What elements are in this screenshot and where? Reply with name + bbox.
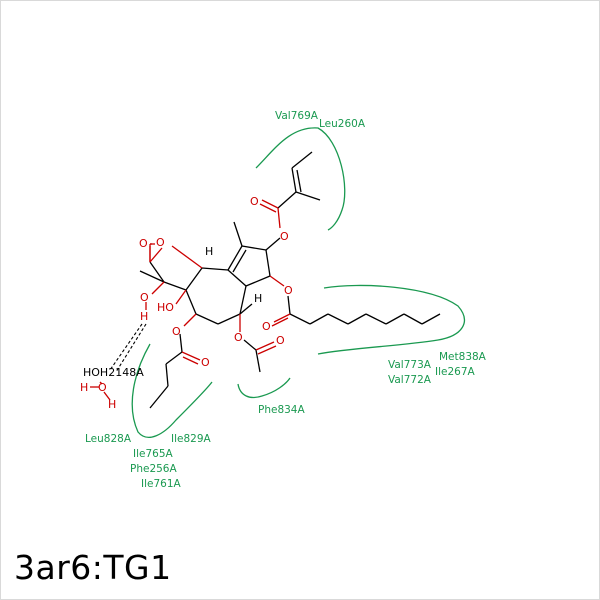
atom-o-butanoate: O [172, 325, 181, 338]
water-molecule: HOH2148A H O H [80, 366, 144, 411]
atom-labels: O O H O H HO O O O O H O O O O [139, 195, 293, 369]
residue-phe834: Phe834A [258, 404, 305, 416]
contact-arc-leu828-ile829 [131, 343, 213, 438]
water-h2: H [108, 398, 116, 411]
water-bond-h2 [103, 391, 111, 401]
atom-ho-label: HO [157, 301, 174, 314]
atom-o-butanoate-carbonyl: O [201, 356, 210, 369]
atom-o-angelate-carbonyl: O [250, 195, 259, 208]
atom-o-angelate: O [280, 230, 289, 243]
atom-o-carbonyl: O [139, 237, 148, 250]
structure-title: 3ar6:TG1 [14, 548, 172, 587]
atom-o-lactone: O [156, 236, 165, 249]
atom-o-hydroxyl: O [140, 291, 149, 304]
residue-labels: Val769A Leu260A Val773A Val772A Met838A … [85, 110, 487, 490]
atom-o-octanoate-carbonyl: O [262, 320, 271, 333]
contact-arc-phe834 [237, 377, 291, 399]
residue-leu828: Leu828A [85, 433, 132, 445]
water-h1: H [80, 381, 88, 394]
residue-val773: Val773A [388, 359, 432, 371]
atom-o-octanoate: O [284, 284, 293, 297]
residue-val772: Val772A [388, 374, 432, 386]
residue-ile267: Ile267A [435, 366, 476, 378]
water-o: O [98, 381, 107, 394]
hydrogen-bond-line [109, 323, 143, 371]
ligand-bonds [139, 151, 441, 409]
contact-arc-val769-leu260 [255, 127, 346, 231]
contact-arc-val772-met838 [317, 284, 465, 355]
residue-met838: Met838A [439, 351, 487, 363]
residue-ile765: Ile765A [133, 448, 174, 460]
water-label: HOH2148A [83, 366, 144, 379]
residue-leu260: Leu260A [319, 118, 366, 130]
atom-o-acetate-carbonyl: O [276, 334, 285, 347]
residue-ile761: Ile761A [141, 478, 182, 490]
atom-h-ring: H [205, 245, 213, 258]
atom-o-acetate: O [234, 331, 243, 344]
oxygen-bonds [99, 199, 291, 385]
atom-h-ring-2: H [254, 292, 262, 305]
residue-ile829: Ile829A [171, 433, 212, 445]
atom-h-hydroxyl: H [140, 310, 148, 323]
residue-val769: Val769A [275, 110, 319, 122]
residue-phe256: Phe256A [130, 463, 177, 475]
hydrogen-bond-line-2 [115, 323, 147, 373]
